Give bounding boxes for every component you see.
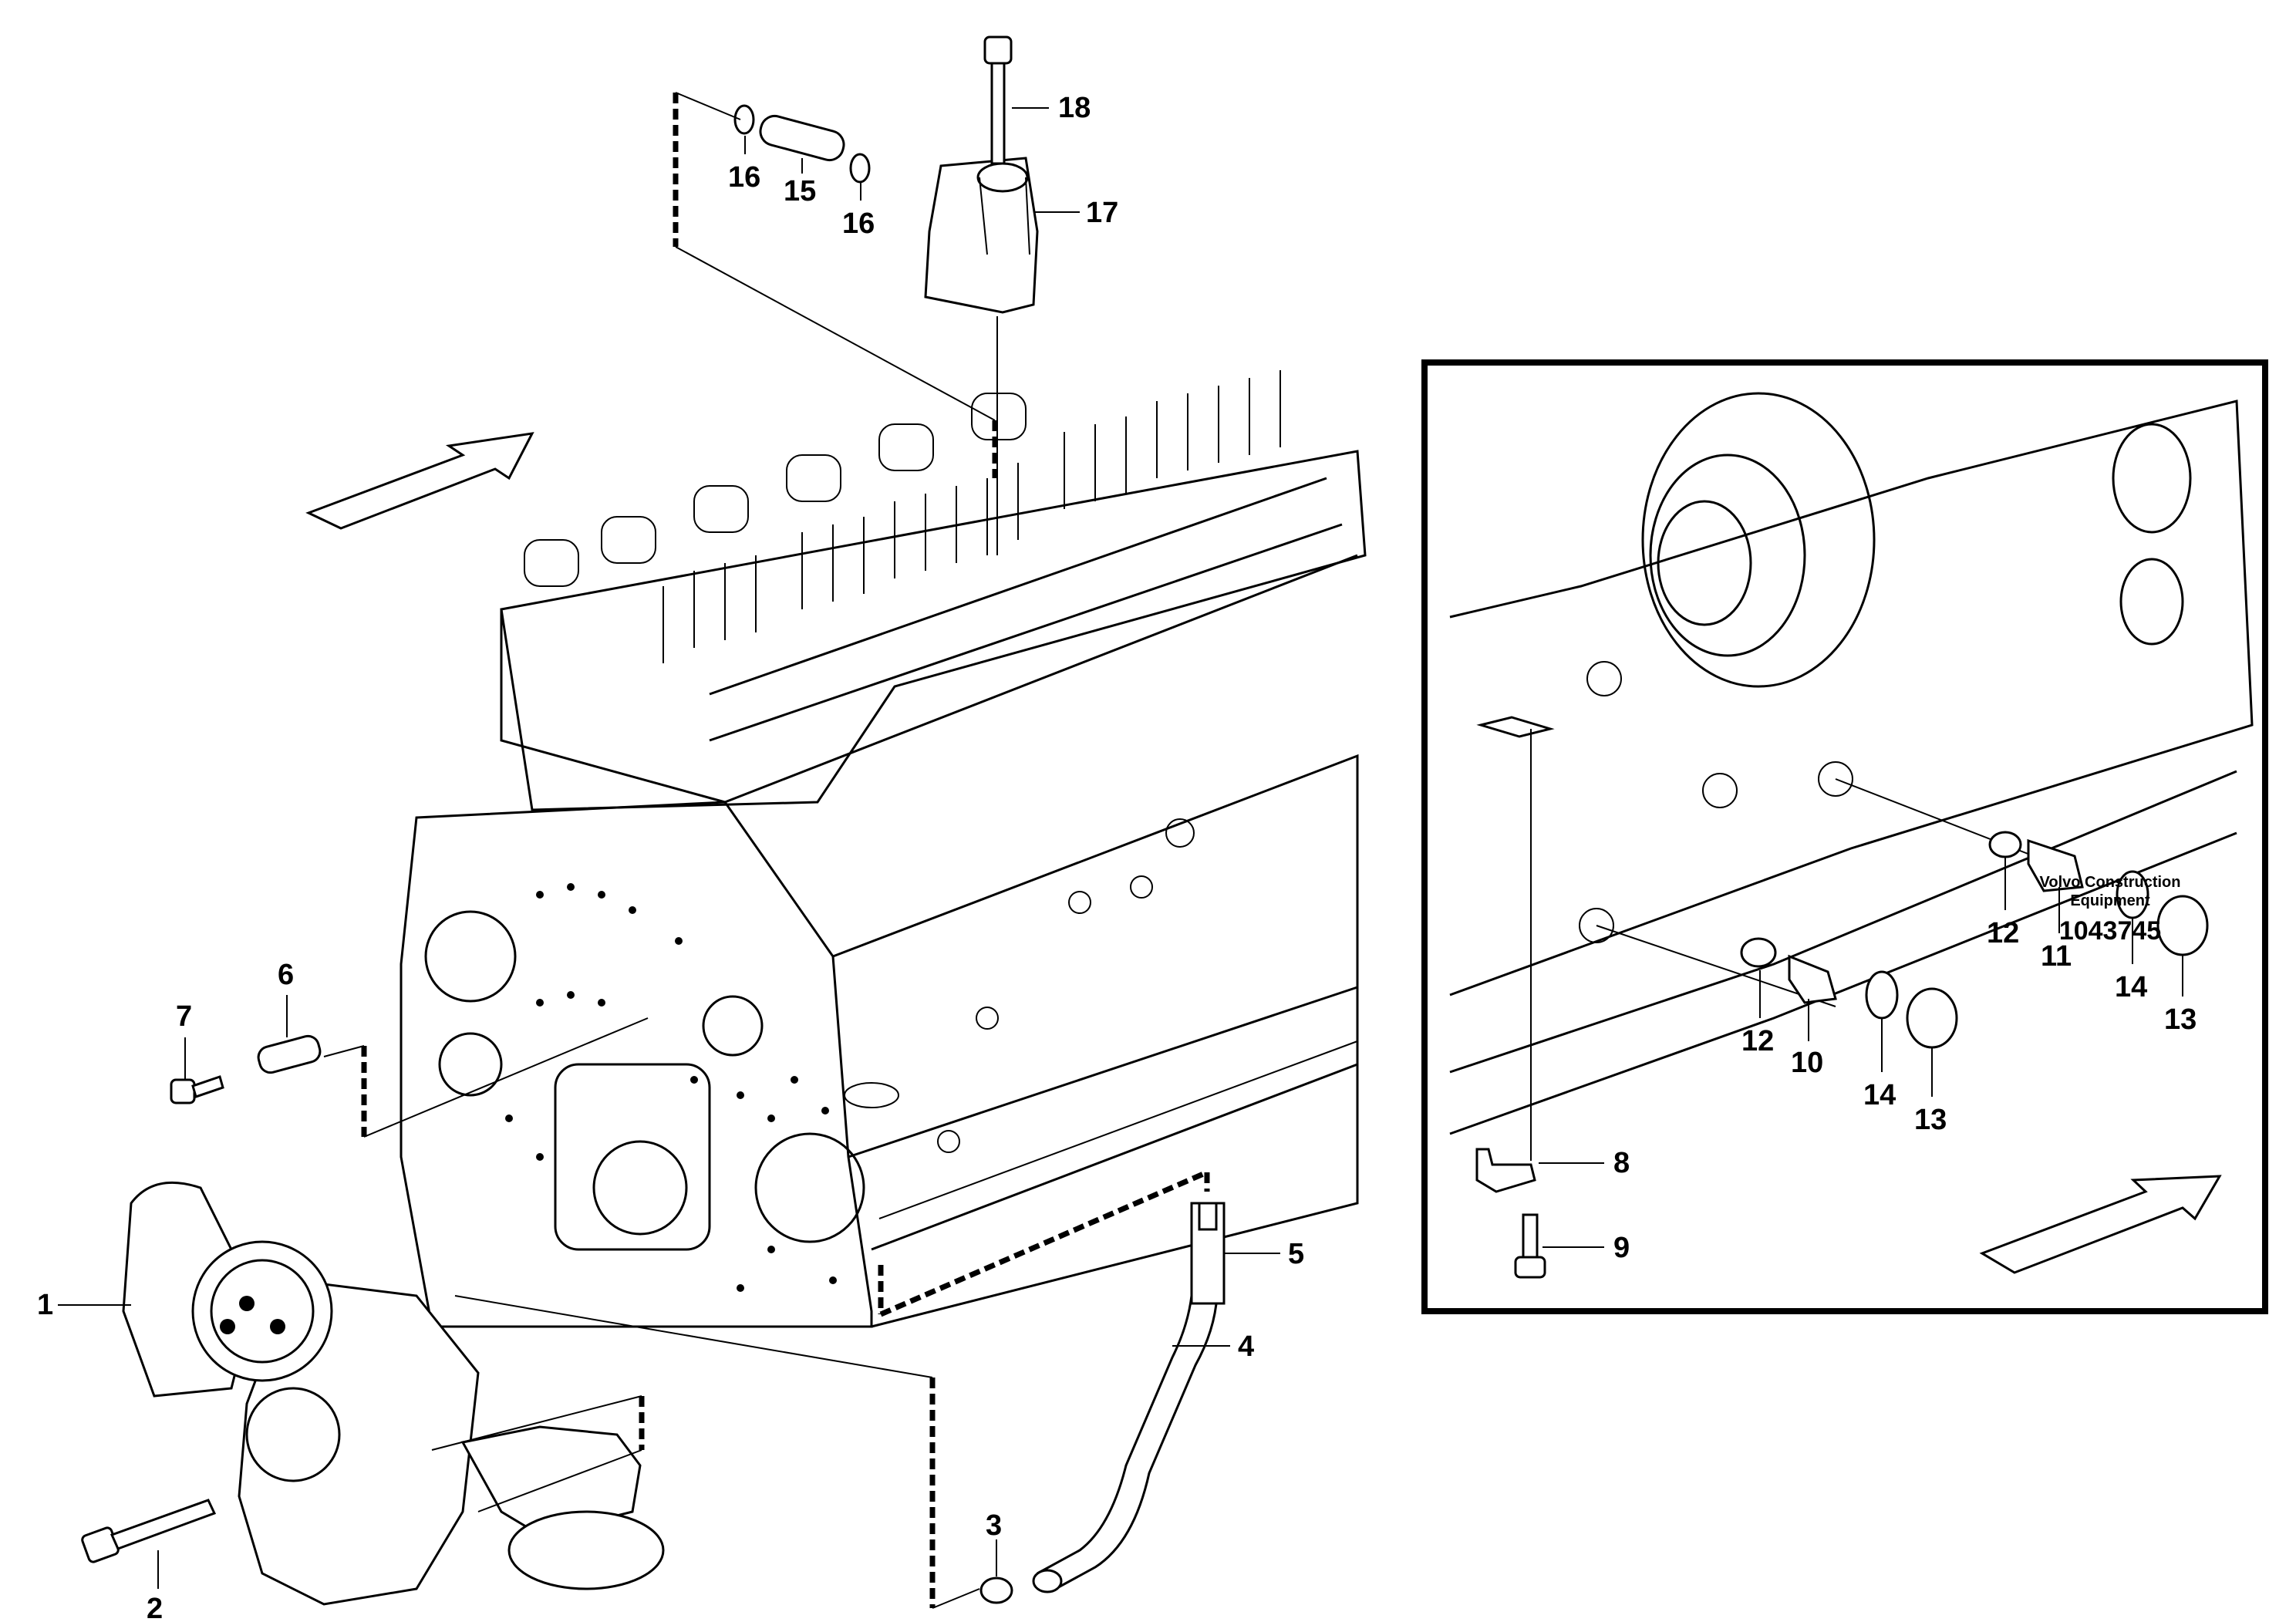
oil-pipe-4: [1032, 1202, 1220, 1593]
callout-12-upper: 12: [1987, 917, 2019, 949]
inset-frame: [1421, 359, 2268, 1314]
engine-block: [400, 370, 1367, 1328]
callout-14-lower: 14: [1863, 1079, 1896, 1111]
callout-9: 9: [1613, 1232, 1630, 1264]
callout-6: 6: [278, 959, 294, 991]
callout-10: 10: [1791, 1047, 1823, 1079]
callout-16-right: 16: [842, 207, 875, 240]
callout-17: 17: [1086, 197, 1118, 229]
o-ring-16-left: [733, 104, 755, 135]
callout-12-lower: 12: [1741, 1025, 1774, 1057]
callout-4: 4: [1238, 1330, 1254, 1363]
footer: Volvo Construction Equipment 1043745: [2040, 874, 2181, 946]
bolt-18: [983, 35, 1013, 165]
callout-13-upper: 13: [2164, 1003, 2197, 1036]
sleeve-6: [257, 1034, 322, 1074]
callout-7: 7: [176, 1000, 192, 1033]
detail-inset: [1421, 359, 2268, 1314]
bolt-7: [170, 1075, 224, 1104]
brand-line-1: Volvo Construction: [2040, 874, 2181, 891]
direction-arrow-left: [305, 432, 534, 530]
callout-15: 15: [784, 175, 816, 207]
brand-line-2: Equipment: [2070, 892, 2150, 909]
callout-16-left: 16: [728, 161, 760, 194]
callout-5: 5: [1288, 1238, 1304, 1270]
callout-13-lower: 13: [1914, 1104, 1947, 1136]
o-ring-3: [979, 1576, 1013, 1604]
callout-8: 8: [1613, 1147, 1630, 1179]
o-ring-16-right: [849, 153, 871, 184]
callout-14-upper: 14: [2115, 971, 2147, 1003]
leader-lines: [58, 92, 1280, 1609]
callout-11: 11: [2041, 940, 2072, 973]
oil-pump: [122, 1181, 665, 1606]
pin-15: [759, 114, 845, 162]
bracket-17: [924, 157, 1039, 314]
callout-18: 18: [1058, 92, 1091, 124]
dashed-reference-lines: [361, 93, 1210, 1608]
sleeve-5: [1190, 1202, 1226, 1305]
callout-2: 2: [147, 1593, 163, 1622]
document-number: 1043745: [2059, 916, 2161, 946]
bolt-2: [81, 1499, 217, 1563]
callouts: 1 2 3 4 5 6 7 8 9 10 11 12 12 13 13 14 1…: [37, 92, 2197, 1622]
callout-3: 3: [986, 1509, 1002, 1542]
callout-1: 1: [37, 1289, 53, 1321]
